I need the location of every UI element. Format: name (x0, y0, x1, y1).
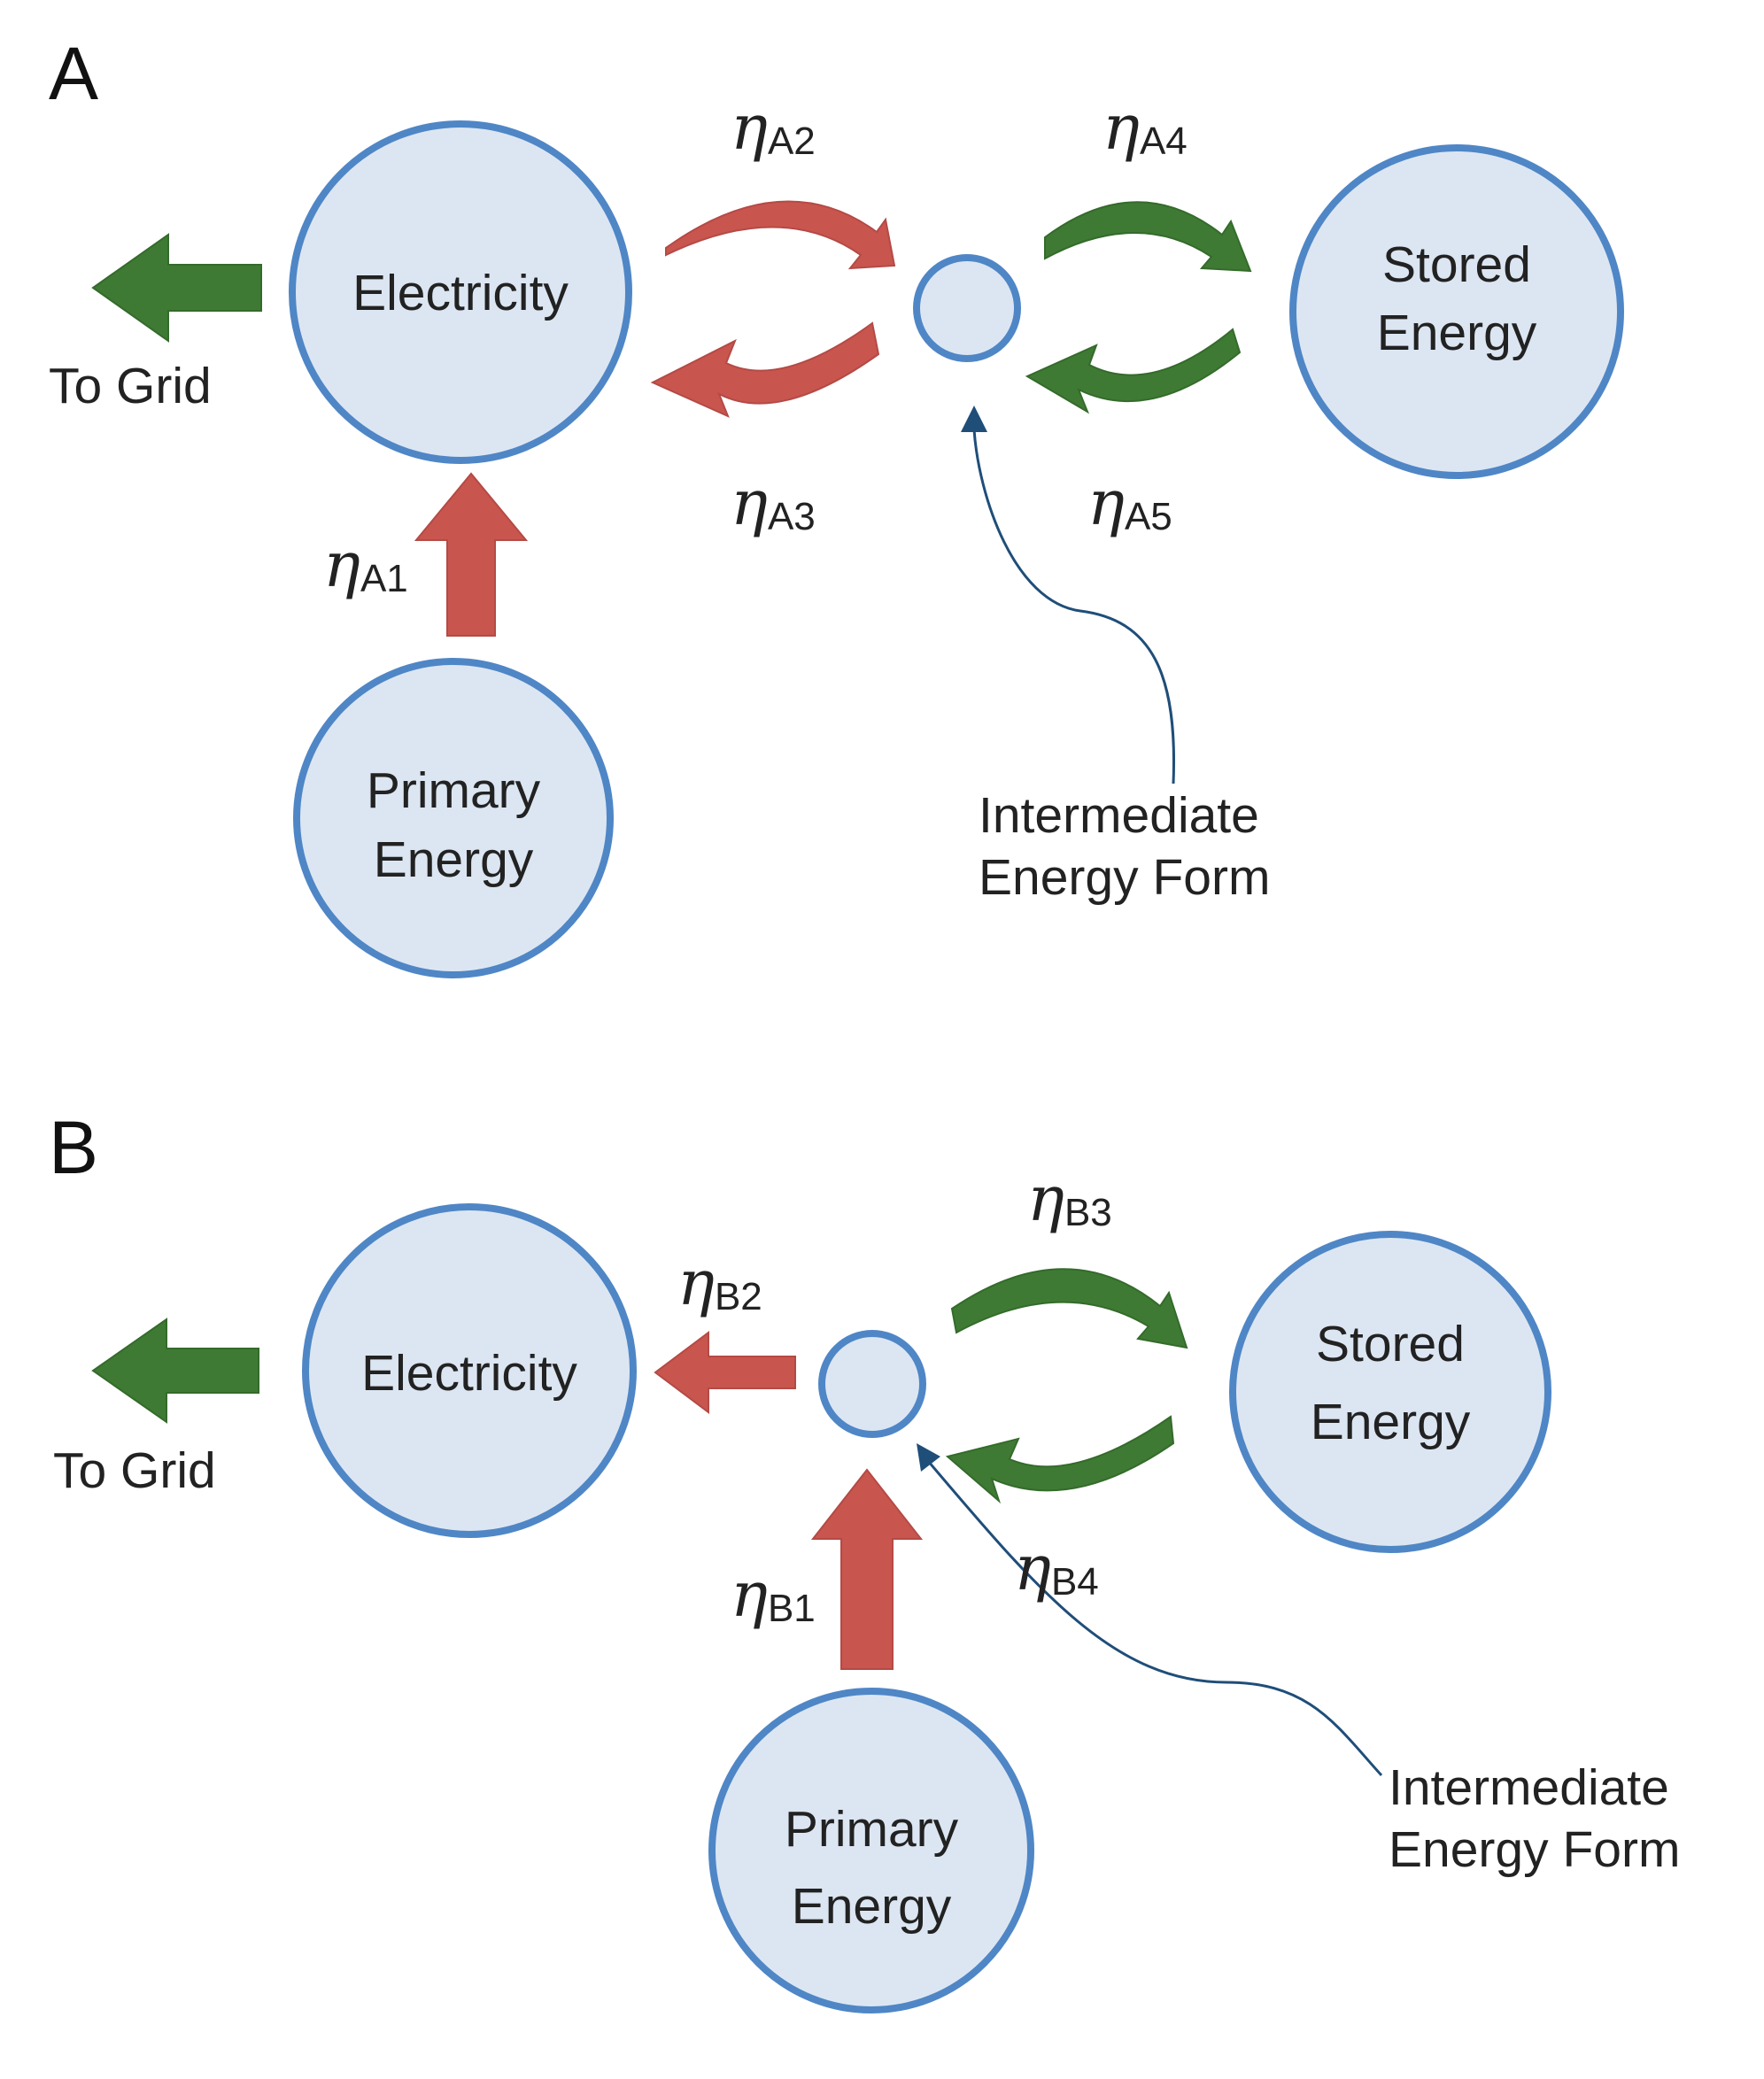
intermediate-leader-arrowhead-b (917, 1443, 940, 1472)
panel-a-letter: A (49, 32, 98, 115)
primary-energy-node-b (708, 1688, 1034, 2013)
intermediate-to-electricity-arrow (650, 321, 880, 418)
intermediate-to-stored-arrow-b (950, 1268, 1188, 1349)
eta-a4: ηA4 (1102, 91, 1188, 164)
eta-b1: ηB1 (731, 1558, 816, 1631)
intermediate-node-b (818, 1330, 926, 1438)
intermediate-label-line2: Energy Form (979, 849, 1270, 906)
intermediate-label-line1: Intermediate (979, 787, 1259, 844)
stored-to-intermediate-arrow-b (945, 1415, 1175, 1504)
eta-b3: ηB3 (1027, 1163, 1112, 1235)
primary-to-intermediate-arrow-b (810, 1468, 924, 1670)
panel-b: B Electricity Stored Energy Primary Ener… (49, 1106, 1680, 2013)
to-grid-label-b: To Grid (53, 1442, 216, 1499)
electricity-to-intermediate-arrow (665, 200, 896, 270)
primary-energy-node (293, 658, 614, 978)
intermediate-leader-arrowhead (961, 406, 987, 432)
intermediate-leader-line (972, 429, 1176, 784)
primary-label-line2: Energy (374, 831, 534, 888)
intermediate-to-electricity-arrow-b (654, 1331, 796, 1414)
eta-a5: ηA5 (1087, 467, 1172, 539)
panel-a: A Electricity Stored Energy Primary Ener… (49, 32, 1624, 978)
eta-b2: ηB2 (677, 1247, 762, 1319)
stored-to-intermediate-arrow (1025, 328, 1242, 414)
intermediate-label-b-line1: Intermediate (1389, 1759, 1669, 1816)
electricity-label-b: Electricity (361, 1345, 577, 1402)
eta-b4: ηB4 (1014, 1532, 1099, 1604)
stored-label-b-line2: Energy (1311, 1394, 1471, 1450)
stored-energy-node-b (1229, 1231, 1551, 1553)
to-grid-arrow-b (91, 1318, 259, 1424)
intermediate-label-b-line2: Energy Form (1389, 1821, 1680, 1878)
intermediate-leader-line-b (926, 1460, 1383, 1777)
to-grid-arrow (91, 233, 262, 343)
panel-b-letter: B (49, 1106, 98, 1189)
primary-label-b-line1: Primary (785, 1801, 959, 1858)
intermediate-to-stored-arrow (1044, 201, 1252, 273)
primary-label-line1: Primary (367, 762, 541, 819)
electricity-label: Electricity (352, 265, 569, 321)
stored-label-line1: Stored (1382, 236, 1531, 293)
eta-a1: ηA1 (323, 529, 408, 601)
electricity-node (289, 120, 632, 464)
stored-label-b-line1: Stored (1316, 1316, 1465, 1372)
stored-energy-node (1289, 144, 1624, 479)
primary-to-electricity-arrow (414, 472, 529, 637)
eta-a2: ηA2 (731, 91, 816, 164)
stored-label-line2: Energy (1377, 305, 1537, 361)
electricity-node-b (302, 1203, 637, 1538)
primary-label-b-line2: Energy (792, 1878, 952, 1935)
intermediate-node (913, 254, 1021, 362)
to-grid-label: To Grid (49, 358, 212, 414)
eta-a3: ηA3 (731, 467, 816, 539)
